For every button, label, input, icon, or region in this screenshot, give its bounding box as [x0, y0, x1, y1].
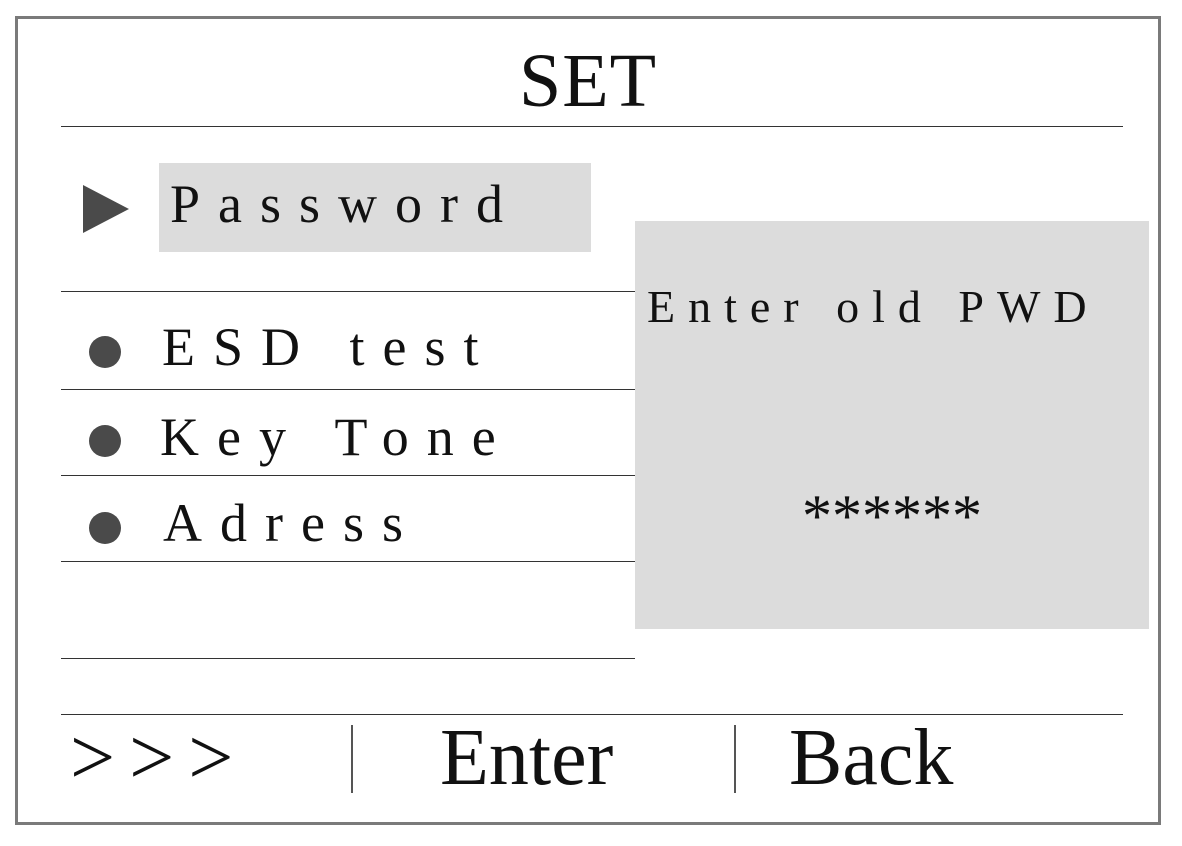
password-prompt: Enter old PWD: [647, 281, 1100, 332]
menu-item-label: Key Tone: [160, 407, 514, 467]
menu-divider: [61, 561, 635, 562]
bullet-icon: [89, 512, 121, 544]
page-title: SET: [518, 39, 658, 123]
enter-button[interactable]: Enter: [440, 714, 614, 802]
bullet-icon: [89, 336, 121, 368]
menu-item-label: ESD test: [162, 317, 497, 377]
footer-separator: [734, 725, 736, 793]
menu-divider: [61, 291, 635, 292]
footer-divider: [61, 714, 1123, 715]
play-arrow-icon: [83, 185, 129, 233]
more-button[interactable]: >>>: [70, 714, 248, 802]
settings-screen: SET Password ESD test Key Tone Adress En…: [15, 16, 1161, 825]
menu-divider: [61, 475, 635, 476]
menu-item-label: Adress: [163, 493, 421, 553]
back-button[interactable]: Back: [789, 714, 954, 802]
menu-divider: [61, 658, 635, 659]
footer-separator: [351, 725, 353, 793]
menu-item-label: Password: [170, 174, 522, 234]
title-divider: [61, 126, 1123, 127]
password-dialog: Enter old PWD ******: [635, 221, 1149, 629]
bullet-icon: [89, 425, 121, 457]
menu-divider: [61, 389, 635, 390]
selected-item-highlight: [159, 163, 591, 252]
password-input[interactable]: ******: [802, 483, 982, 549]
